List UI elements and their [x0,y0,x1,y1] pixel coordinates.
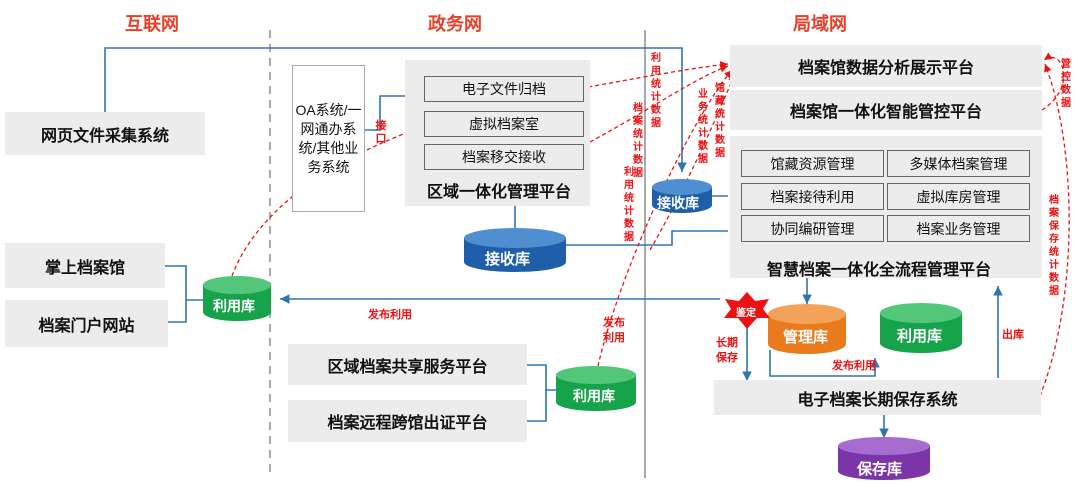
mobile-archive-app[interactable]: 掌上档案馆 [5,243,165,288]
preservation-stat-data-label: 档案保存统计数据 [1049,195,1059,297]
db-use-lan[interactable] [880,303,962,353]
zone-title-government: 政务网 [428,14,482,34]
db-preservation[interactable] [838,437,930,480]
publish-use-label-left: 发布利用 [368,309,412,321]
interface-label: 接口 [375,120,387,145]
db-receive-gov-label: 接收库 [485,251,531,268]
db-receive-gov[interactable] [464,228,566,272]
db-management[interactable] [768,304,846,354]
zone-title-lan: 局域网 [793,14,847,34]
sub-virtual-storage[interactable]: 虚拟库房管理 [887,183,1030,210]
use-stat-data-label-1: 利用统计数据 [651,53,661,129]
collection-stat-data-label: 馆藏统计数据 [715,83,725,159]
appraisal-badge [724,292,770,329]
analysis-display-platform[interactable]: 档案馆数据分析展示平台 [730,45,1042,87]
sub-archive-transfer[interactable]: 档案移交接收 [424,144,584,170]
sub-e-file-archiving[interactable]: 电子文件归档 [424,76,584,102]
regional-platform-title: 区域一体化管理平台 [427,184,572,201]
use-stat-data-label-2: 利用统计数据 [624,167,634,243]
db-receive-lan-label: 接收库 [657,195,699,211]
db-use-gov-label: 利用库 [573,388,615,404]
sub-virtual-archive-room[interactable]: 虚拟档案室 [424,111,584,137]
db-receive-lan[interactable] [652,179,712,213]
sub-collection-resource[interactable]: 馆藏资源管理 [741,150,884,177]
db-management-label: 管理库 [783,329,829,346]
oa-system-label: OA系统/一网通办系统/其他业务系统 [295,101,362,175]
smart-control-platform[interactable]: 档案馆一体化智能管控平台 [730,90,1042,130]
regional-sharing-platform[interactable]: 区域档案共享服务平台 [288,344,527,385]
sub-multimedia-archive[interactable]: 多媒体档案管理 [887,150,1030,177]
db-use-internet-label: 利用库 [213,298,255,314]
appraisal-label: 鉴定 [736,308,756,319]
archive-portal-site[interactable]: 档案门户网站 [5,300,168,347]
remote-certificate-platform[interactable]: 档案远程跨馆出证平台 [288,400,527,442]
control-data-label: 管控数据 [1061,59,1071,109]
sub-collaborative-editing[interactable]: 协同编研管理 [741,215,884,242]
out-of-storage-label: 出库 [1002,329,1024,341]
publish-use-label-gov: 发布利用 [603,317,625,344]
full-process-platform-title: 智慧档案一体化全流程管理平台 [767,262,992,279]
oa-system-box[interactable]: OA系统/一网通办系统/其他业务系统 [292,65,365,212]
web-crawler-system[interactable]: 网页文件采集系统 [5,112,205,155]
long-term-save-label: 长期保存 [716,337,738,364]
db-use-gov[interactable] [556,366,636,411]
sub-archive-business[interactable]: 档案业务管理 [887,215,1030,242]
db-use-internet[interactable] [203,276,271,321]
zone-title-internet: 互联网 [125,14,179,34]
db-preservation-label: 保存库 [857,461,903,478]
sub-reception-use[interactable]: 档案接待利用 [741,183,884,210]
publish-use-label-lan: 发布利用 [832,360,876,372]
business-stat-data-label: 业务统计数据 [698,89,708,165]
archive-stat-data-label: 档案统计数据 [633,103,643,179]
long-term-preservation-system[interactable]: 电子档案长期保存系统 [714,380,1041,415]
db-use-lan-label: 利用库 [897,328,943,345]
